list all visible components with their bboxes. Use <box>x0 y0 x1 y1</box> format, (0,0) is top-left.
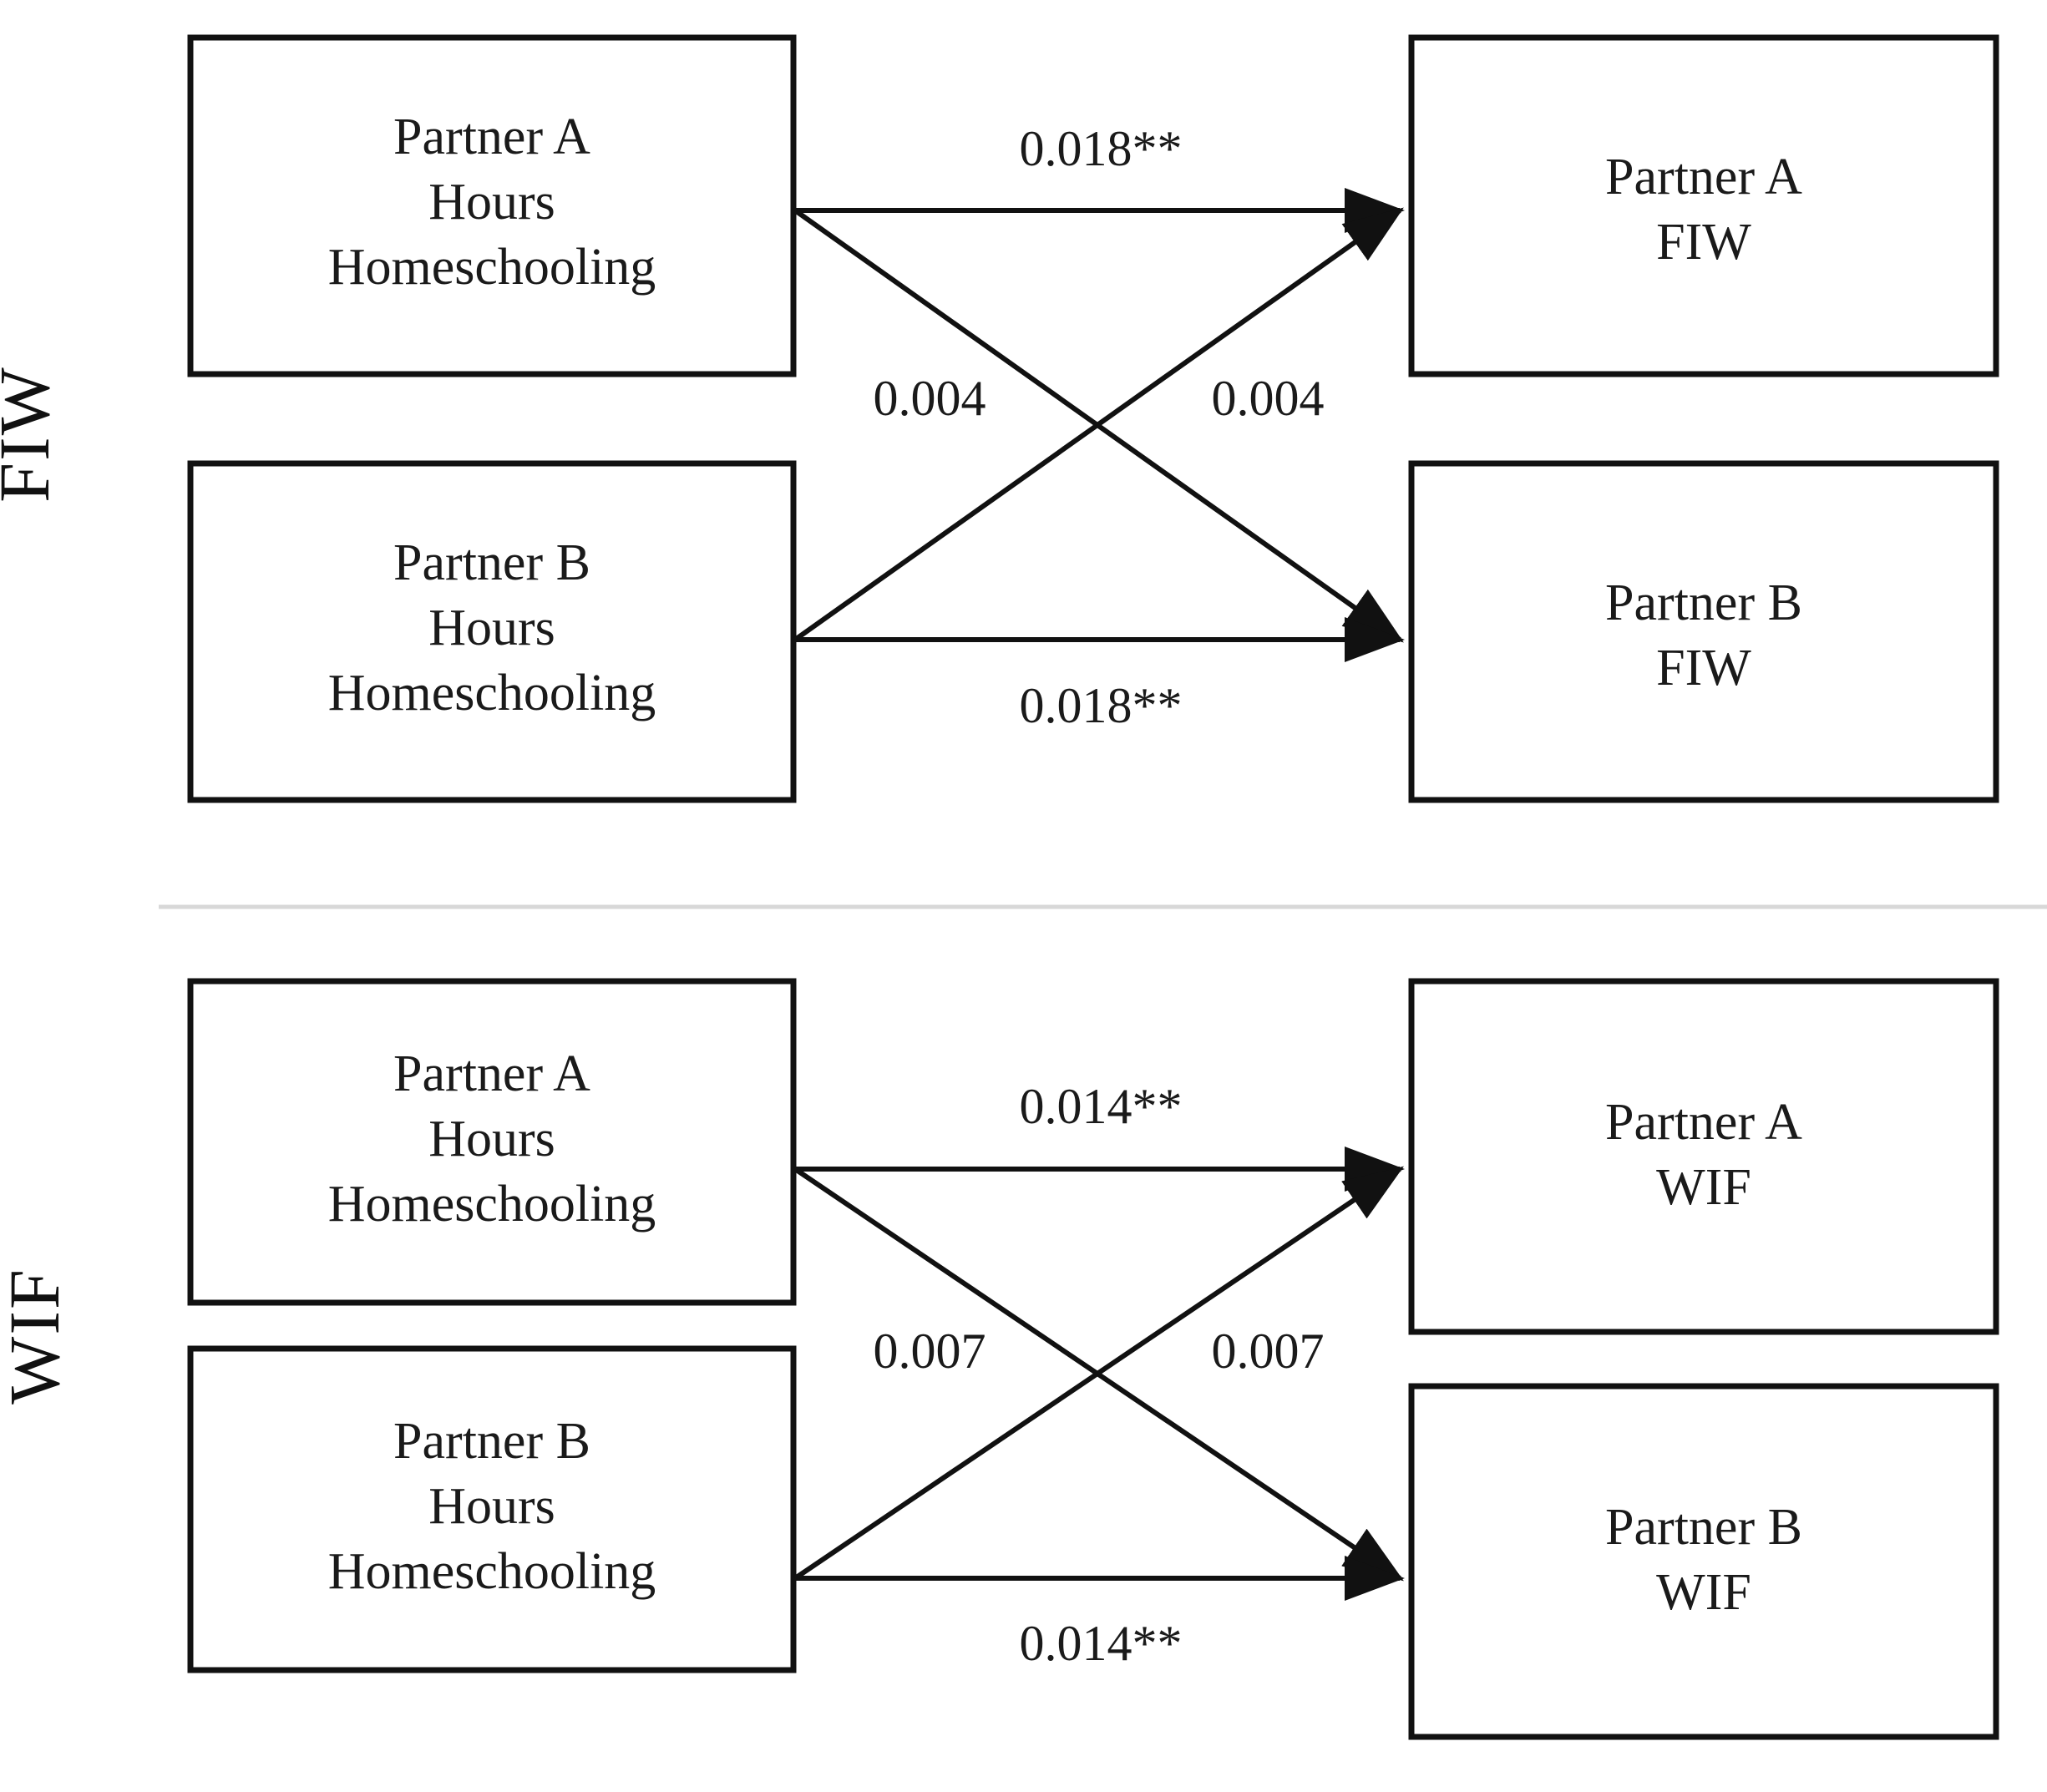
node-line-2: WIF <box>1656 1564 1751 1621</box>
node-line-1: Partner A <box>1605 149 1802 205</box>
node-line-3: Homeschooling <box>328 239 656 296</box>
node-box <box>1408 1383 1999 1740</box>
node-line-2: FIW <box>1656 214 1751 271</box>
node-line-2: Hours <box>428 1111 555 1167</box>
node-line-2: FIW <box>1656 640 1751 696</box>
node-box <box>187 460 797 803</box>
node-line-1: Partner B <box>393 534 590 591</box>
node-line-2: WIF <box>1656 1159 1751 1216</box>
edge-label-wif-partner-b-to-a: 0.007 <box>1212 1324 1325 1379</box>
node-fiw-outcome-b: Partner B FIW <box>1408 460 1999 803</box>
panel-label-fiw: FIW <box>0 366 64 503</box>
edge-fiw-partner-b-to-a <box>793 207 1404 642</box>
node-box <box>1408 460 1999 803</box>
node-line-3: Homeschooling <box>328 1543 656 1600</box>
node-wif-outcome-b: Partner B WIF <box>1408 1383 1999 1740</box>
node-line-2: Hours <box>428 174 555 230</box>
node-line-1: Partner A <box>393 109 590 165</box>
node-line-1: Partner B <box>1605 575 1802 631</box>
node-line-3: Homeschooling <box>328 665 656 721</box>
edge-label-fiw-actor-a: 0.018** <box>1020 121 1183 176</box>
edge-label-fiw-actor-b: 0.018** <box>1020 678 1183 733</box>
node-line-1: Partner B <box>1605 1499 1802 1556</box>
node-box <box>1408 34 1999 377</box>
node-box <box>187 1345 797 1673</box>
node-box <box>187 978 797 1306</box>
node-box <box>1408 978 1999 1335</box>
node-line-1: Partner A <box>393 1045 590 1102</box>
node-fiw-predictor-b: Partner B Hours Homeschooling <box>187 460 797 803</box>
node-fiw-predictor-a: Partner A Hours Homeschooling <box>187 34 797 377</box>
panel-fiw: FIW Partner A Hours Homeschooling Partne… <box>0 34 1999 803</box>
node-fiw-outcome-a: Partner A FIW <box>1408 34 1999 377</box>
edge-label-wif-partner-a-to-b: 0.007 <box>874 1324 986 1379</box>
edge-label-fiw-partner-a-to-b: 0.004 <box>874 371 986 426</box>
node-line-1: Partner A <box>1605 1094 1802 1151</box>
node-wif-predictor-a: Partner A Hours Homeschooling <box>187 978 797 1306</box>
panel-wif: WIF Partner A Hours Homeschooling Partne… <box>0 978 1999 1740</box>
edge-label-wif-actor-b: 0.014** <box>1020 1616 1183 1671</box>
node-line-2: Hours <box>428 1478 555 1535</box>
edge-label-fiw-partner-b-to-a: 0.004 <box>1212 371 1325 426</box>
node-wif-outcome-a: Partner A WIF <box>1408 978 1999 1335</box>
node-line-1: Partner B <box>393 1413 590 1470</box>
edge-wif-partner-b-to-a <box>793 1166 1404 1581</box>
node-box <box>187 34 797 377</box>
edge-label-wif-actor-a: 0.014** <box>1020 1079 1183 1134</box>
node-line-3: Homeschooling <box>328 1176 656 1233</box>
panel-label-wif: WIF <box>0 1268 74 1405</box>
node-wif-predictor-b: Partner B Hours Homeschooling <box>187 1345 797 1673</box>
node-line-2: Hours <box>428 600 555 656</box>
